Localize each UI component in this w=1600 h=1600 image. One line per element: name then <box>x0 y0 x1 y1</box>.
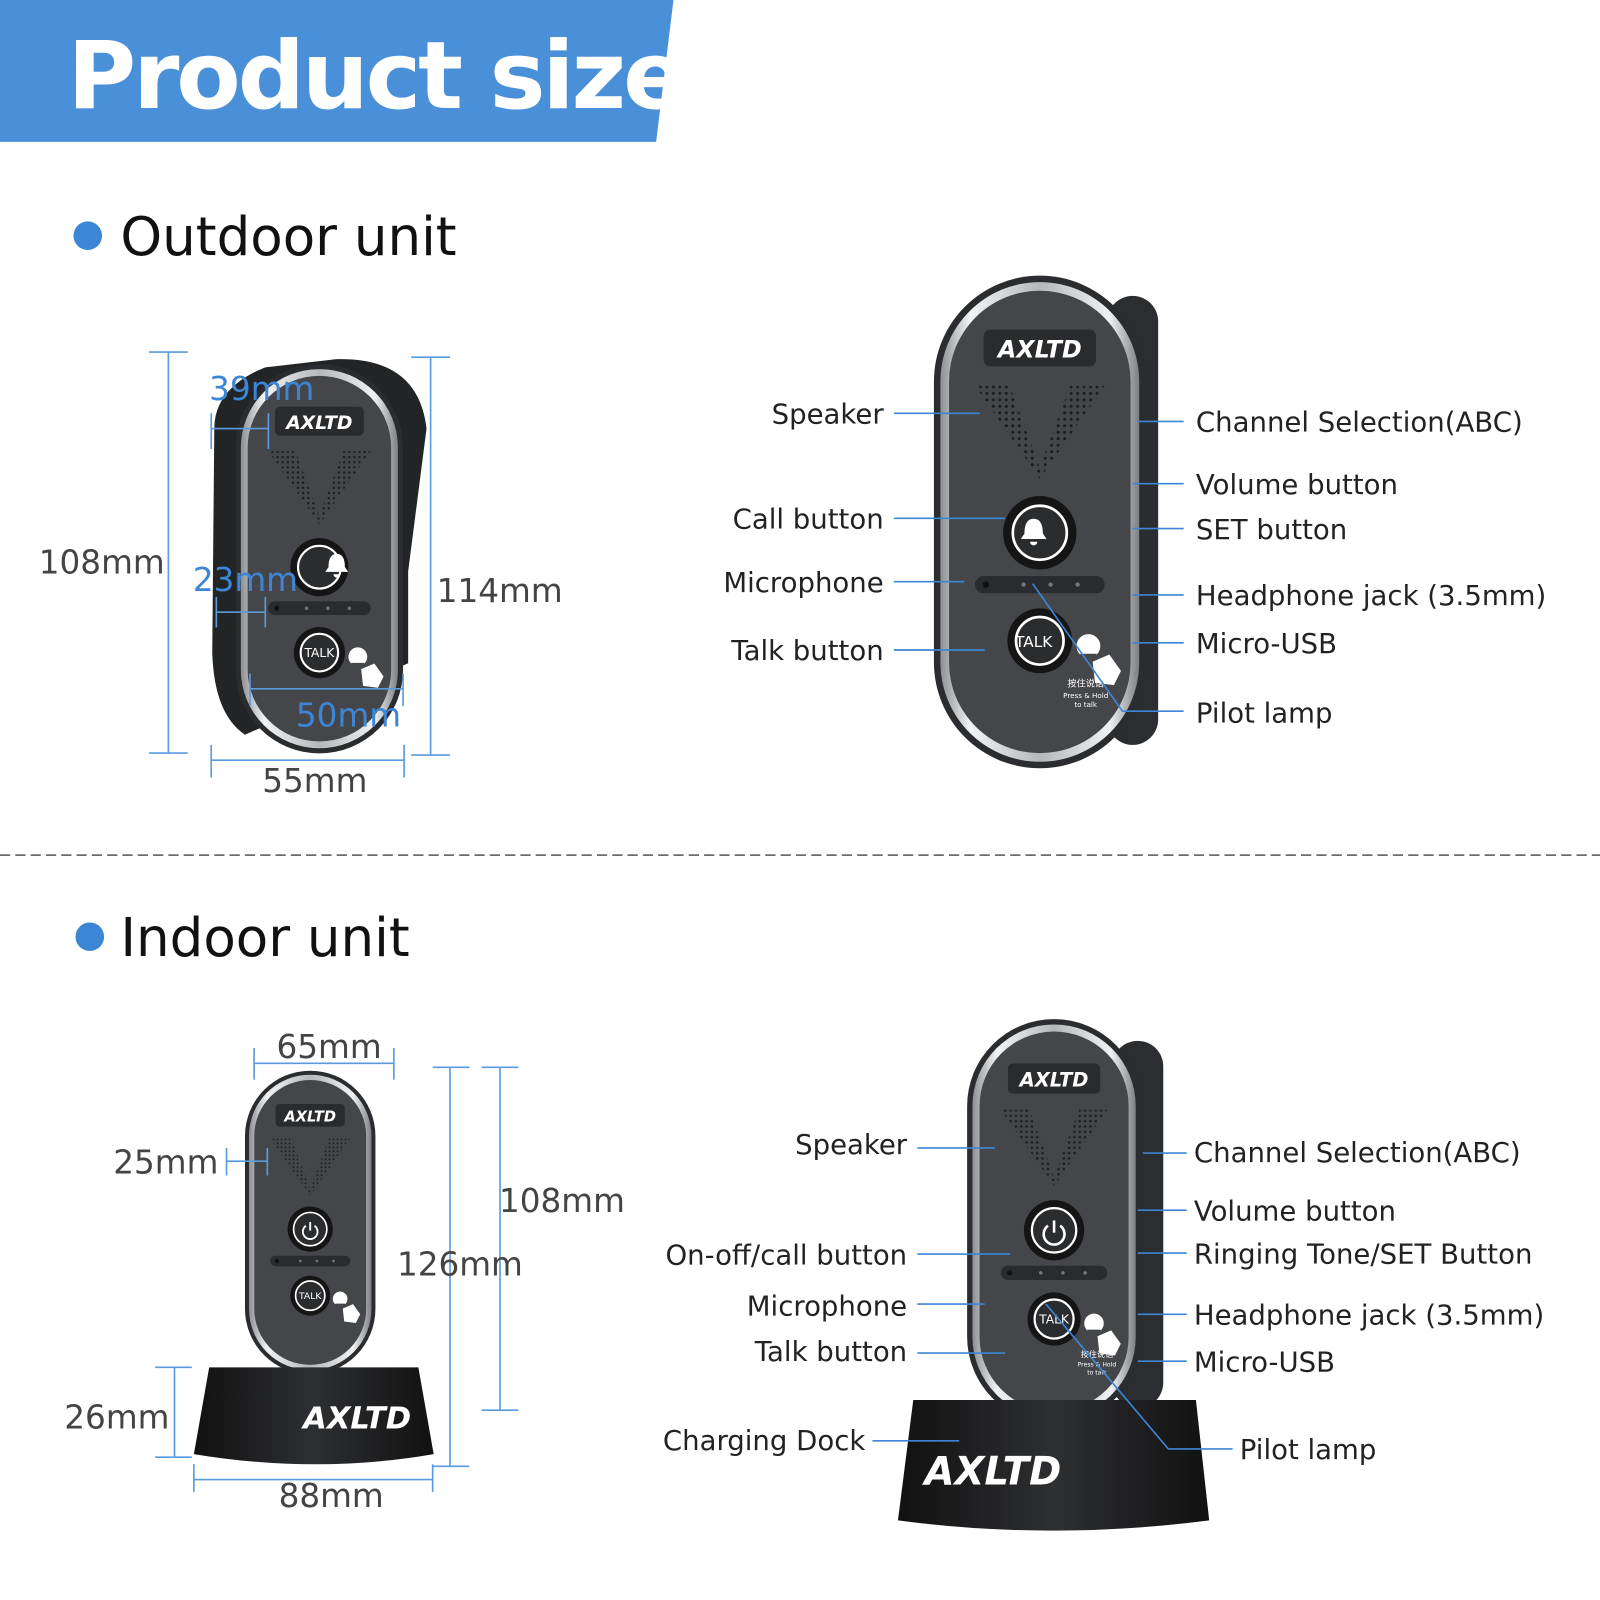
label-on-off-call-button: On-off/call button <box>665 1239 907 1271</box>
dock-logo: AXLTD <box>921 1450 1061 1495</box>
indoor-unit-dimension-view: TALK AXLTD <box>193 1069 434 1465</box>
indoor-labels-left: Speaker On-off/call button Microphone Ta… <box>663 1129 908 1457</box>
label-microphone: Microphone <box>747 1290 907 1322</box>
bullet-icon <box>75 922 105 952</box>
talk-hint-cn: 按住说话 <box>1067 678 1104 690</box>
talk-hint-en-2: to talk <box>1074 700 1098 709</box>
label-headphone-jack: Headphone jack (3.5mm) <box>1194 1299 1544 1331</box>
label-microphone: Microphone <box>723 567 883 599</box>
outdoor-section-title: Outdoor unit <box>120 206 456 268</box>
dim-23mm: 23mm <box>193 561 298 599</box>
label-micro-usb: Micro-USB <box>1196 628 1337 660</box>
dim-39mm: 39mm <box>209 370 314 408</box>
outdoor-unit-feature-view: TALK 按住说话 Press & Hold to talk <box>932 274 1159 770</box>
indoor-section-title: Indoor unit <box>120 907 409 969</box>
talk-hint-en-2: to talk <box>1087 1369 1107 1376</box>
outdoor-dimension-lines <box>148 351 450 778</box>
dim-88mm: 88mm <box>279 1477 384 1515</box>
outdoor-labels-left: Speaker Call button Microphone Talk butt… <box>723 398 884 667</box>
label-set-button: SET button <box>1196 514 1347 546</box>
dim-55mm: 55mm <box>262 762 367 800</box>
talk-hint-en: Press & Hold <box>1063 691 1108 700</box>
dock-logo: AXLTD <box>301 1402 411 1437</box>
talk-button-label: TALK <box>1014 633 1053 651</box>
label-volume-button: Volume button <box>1194 1195 1396 1227</box>
label-talk-button: Talk button <box>754 1336 907 1368</box>
label-talk-button: Talk button <box>730 635 883 667</box>
label-pilot-lamp: Pilot lamp <box>1196 697 1333 729</box>
dim-50mm: 50mm <box>296 697 401 735</box>
outdoor-labels-right: Channel Selection(ABC) Volume button SET… <box>1196 407 1546 730</box>
page-title: Product size <box>67 22 683 131</box>
dim-126mm: 126mm <box>397 1246 523 1284</box>
title-banner <box>0 0 674 142</box>
indoor-leader-lines <box>872 1147 1233 1450</box>
label-headphone-jack: Headphone jack (3.5mm) <box>1196 580 1546 612</box>
label-charging-dock: Charging Dock <box>663 1425 865 1457</box>
talk-button-label: TALK <box>304 646 336 660</box>
label-channel-selection: Channel Selection(ABC) <box>1196 407 1523 439</box>
dim-26mm: 26mm <box>64 1399 169 1437</box>
dim-108mm: 108mm <box>499 1182 625 1220</box>
indoor-unit-feature-view: TALK 按住说话 Press & Hold to talk AXLTD <box>897 1017 1210 1531</box>
label-channel-selection: Channel Selection(ABC) <box>1194 1137 1521 1169</box>
label-speaker: Speaker <box>795 1129 908 1161</box>
indoor-labels-right: Channel Selection(ABC) Volume button Rin… <box>1194 1137 1544 1466</box>
bullet-icon <box>73 221 103 250</box>
dim-114mm: 114mm <box>437 572 563 610</box>
label-pilot-lamp: Pilot lamp <box>1240 1434 1377 1466</box>
indoor-dimension-lines <box>155 1047 519 1492</box>
dim-65mm: 65mm <box>277 1028 382 1066</box>
label-speaker: Speaker <box>772 398 885 430</box>
talk-button-label: TALK <box>298 1291 322 1302</box>
label-call-button: Call button <box>733 504 884 536</box>
label-micro-usb: Micro-USB <box>1194 1346 1335 1378</box>
talk-hint-cn: 按住说话 <box>1081 1349 1114 1359</box>
outdoor-leader-lines <box>893 412 1184 713</box>
label-ringing-tone-set-button: Ringing Tone/SET Button <box>1194 1238 1533 1270</box>
dim-25mm: 25mm <box>113 1143 218 1181</box>
label-volume-button: Volume button <box>1196 469 1398 501</box>
outdoor-unit-dimension-view: TALK <box>212 359 427 755</box>
dim-108mm: 108mm <box>39 543 165 581</box>
